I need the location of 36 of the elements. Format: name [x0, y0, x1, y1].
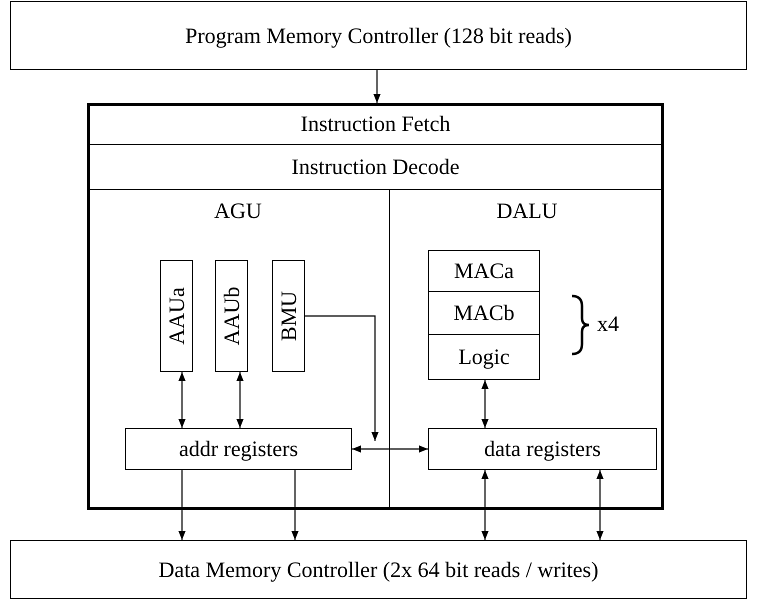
arrow — [481, 470, 489, 540]
unit-label: Logic — [458, 344, 510, 370]
unit-label: Instruction Fetch — [300, 110, 450, 136]
unit-label: MACb — [453, 300, 515, 326]
controller-box — [10, 540, 747, 599]
unit-label: Instruction Decode — [292, 154, 460, 180]
controller-box — [10, 1, 747, 70]
unit-label: BMU — [276, 290, 302, 342]
arrow — [596, 470, 604, 540]
unit-box — [428, 428, 657, 470]
arrow — [373, 70, 381, 103]
arrow — [178, 470, 186, 540]
unit-label: data registers — [484, 436, 601, 462]
unit-label: AAUa — [164, 287, 190, 345]
unit-heading: DALU — [496, 198, 558, 224]
arrow — [352, 445, 428, 453]
unit-box — [428, 291, 540, 335]
arrow — [291, 470, 299, 540]
unit-box — [215, 260, 248, 372]
unit-box — [428, 250, 540, 292]
multiplier-label: x4 — [597, 311, 619, 337]
unit-box — [125, 428, 352, 470]
unit-box — [428, 334, 540, 380]
arrow — [178, 372, 186, 428]
unit-label: Program Memory Controller (128 bit reads) — [185, 22, 572, 48]
arrow — [236, 372, 244, 428]
unit-label: Data Memory Controller (2x 64 bit reads / writes) — [158, 556, 598, 582]
unit-label: MACa — [454, 258, 514, 284]
unit-label: addr registers — [178, 436, 298, 462]
unit-box — [272, 260, 305, 372]
unit-label: AAUb — [218, 286, 244, 346]
unit-box — [160, 260, 193, 372]
unit-heading: AGU — [214, 198, 262, 224]
arrow — [481, 380, 489, 428]
core-frame — [87, 103, 664, 510]
arrow — [305, 315, 379, 441]
